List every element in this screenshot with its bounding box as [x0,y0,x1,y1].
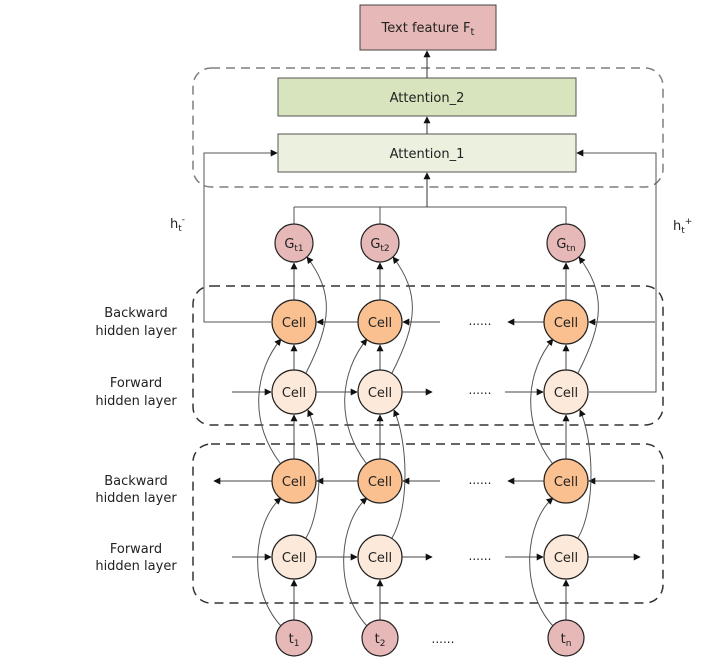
input-node-label-1: t1 [289,632,300,649]
upper-backward-cell-1 [271,299,317,345]
output-label: Text feature F [381,21,471,36]
svg-text:Backward: Backward [104,474,168,489]
upper-forward-cell-label-2: Cell [368,386,392,401]
lower-backward-to-upper-backward-1 [258,338,282,464]
gate-node-2 [360,223,400,263]
gate-node-1 [274,223,314,263]
upper-forward-cell-3 [543,369,589,415]
upper-backward-cell-label-2: Cell [368,316,392,331]
lower-forward-cell-2 [357,534,403,580]
lower-forward-ellipsis: ...... [469,549,492,563]
text-feature-output-box: Text feature Ft [359,4,497,51]
upper-backward-cell-3 [543,299,589,345]
upper-forward-to-gate-2 [391,256,413,374]
svg-text:hidden layer: hidden layer [95,324,177,339]
attention-2-label: Attention_2 [390,91,465,106]
lower-bilstm-group-box [192,443,664,604]
upper-backward-cell-2 [357,299,403,345]
lower-forward-cell-1 [271,534,317,580]
lower-backward-to-upper-backward-2 [344,338,368,464]
attention-1-box: Attention_1 [277,133,577,173]
upper-backward-cell-label-3: Cell [554,316,578,331]
input-to-lower-backward-2 [343,497,368,627]
forward-hidden-state-label: ht+ [673,217,692,236]
input-node-1 [275,619,313,657]
upper-forward-cell-1 [271,369,317,415]
lower-forward-cell-label-2: Cell [368,551,392,566]
svg-text:Backward: Backward [104,306,168,321]
lower-backward-cell-2 [357,458,403,504]
gate-node-3 [546,223,586,263]
upper-forward-cell-label-1: Cell [282,386,306,401]
lower-backward-layer-label: Backward hidden layer [95,474,177,506]
attention-2-box: Attention_2 [277,77,577,117]
svg-text:hidden layer: hidden layer [95,491,177,506]
svg-text:hidden layer: hidden layer [95,559,177,574]
lower-backward-ellipsis: ...... [469,473,492,487]
lower-forward-layer-label: Forward hidden layer [95,542,177,574]
input-to-lower-backward-3 [529,497,554,627]
attention-1-label: Attention_1 [390,147,465,162]
backward-hidden-state-label: ht- [170,215,185,234]
inputs-ellipsis: ...... [432,632,455,646]
lower-backward-cell-1 [271,458,317,504]
backward-hidden-state-path [203,149,278,323]
connections [213,256,655,627]
gate-node-label-3: Gtn [556,237,575,254]
upper-forward-layer-label: Forward hidden layer [95,376,177,409]
lower-forward-to-upper-forward-1 [305,409,320,539]
gate-merge-lines [293,172,567,224]
svg-text:hidden layer: hidden layer [95,394,177,409]
upper-forward-ellipsis: ...... [469,383,492,397]
lower-forward-cell-label-3: Cell [554,551,578,566]
svg-text:Text feature Ft: Text feature Ft [381,21,475,38]
upper-backward-ellipsis: ...... [469,314,492,328]
lower-backward-cell-label-3: Cell [554,475,578,490]
upper-forward-cell-label-3: Cell [554,386,578,401]
attention-group-box [192,67,664,188]
lower-backward-to-upper-backward-3 [530,338,554,464]
lower-forward-cell-3 [543,534,589,580]
gate-node-label-2: Gt2 [370,237,389,254]
lower-backward-cell-3 [543,458,589,504]
input-node-label-3: tn [561,632,572,649]
output-subscript: t [471,27,475,38]
lower-backward-cell-label-1: Cell [282,475,306,490]
lower-forward-to-upper-forward-3 [577,409,592,539]
nodes: Gt1CellCellCellCellt1Gt2CellCellCellCell… [271,223,589,657]
svg-text:Forward: Forward [110,376,162,391]
svg-text:Forward: Forward [110,542,162,557]
input-node-label-2: t2 [375,632,386,649]
input-node-3 [547,619,585,657]
input-node-2 [361,619,399,657]
input-to-lower-backward-1 [257,497,282,627]
upper-bilstm-group-box [192,285,664,426]
upper-backward-cell-label-1: Cell [282,316,306,331]
upper-forward-to-gate-1 [305,256,327,374]
upper-backward-layer-label: Backward hidden layer [95,306,177,339]
gate-node-label-1: Gt1 [284,237,303,254]
lower-forward-to-upper-forward-2 [391,409,406,539]
lower-forward-cell-label-1: Cell [282,551,306,566]
upper-forward-to-gate-3 [577,256,599,374]
upper-forward-cell-2 [357,369,403,415]
forward-hidden-state-path [576,149,657,393]
lower-backward-cell-label-2: Cell [368,475,392,490]
